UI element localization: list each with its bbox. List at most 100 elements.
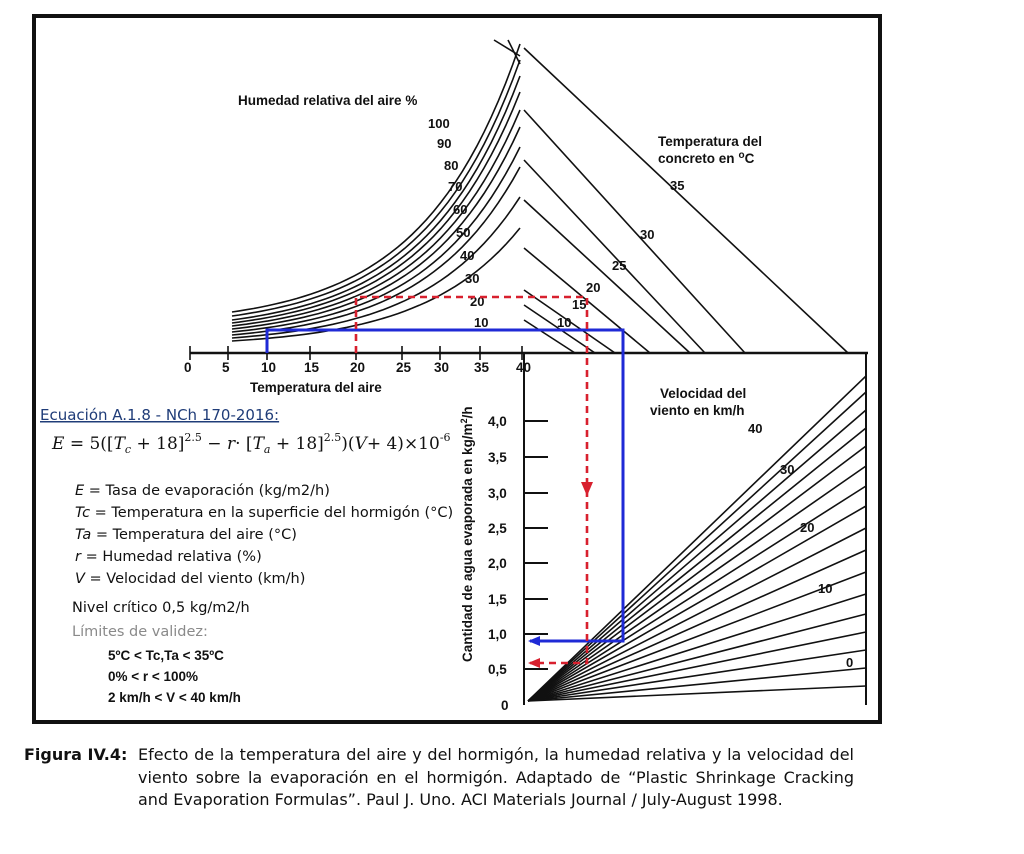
concrete-temp-line: [523, 109, 746, 354]
wind-speed-line: [527, 391, 867, 702]
blue-reading-path: [265, 328, 625, 643]
wind-speed-line: [527, 593, 867, 702]
wind-speed-label: 40: [748, 421, 762, 436]
humidity-curve-tail: [507, 39, 521, 65]
air-temp-tick-label: 0: [184, 360, 192, 375]
humidity-label: 60: [453, 202, 467, 217]
wind-speed-line: [527, 667, 867, 702]
concrete-temp-line: [523, 159, 706, 354]
validity-title: Límites de validez:: [72, 624, 208, 640]
evap-tick-label: 0,5: [488, 662, 507, 677]
critical-level: Nivel crítico 0,5 kg/m2/h: [72, 600, 250, 616]
figure-frame: [32, 14, 882, 724]
validity-line: 2 km/h < V < 40 km/h: [108, 690, 241, 705]
humidity-curve: [231, 126, 521, 330]
evaporation-nomograph: Humedad relativa del aire % Temperatura …: [32, 14, 882, 724]
evap-tick-label: 3,5: [488, 450, 507, 465]
air-temp-tick-label: 10: [261, 360, 276, 375]
concrete-temp-label: 35: [670, 178, 684, 193]
wind-speed-line: [527, 527, 867, 702]
concrete-temp-label: 25: [612, 258, 626, 273]
wind-speed-line: [527, 571, 867, 702]
concrete-temp-line: [523, 199, 691, 354]
concrete-temp-line: [523, 319, 576, 354]
humidity-title: Humedad relativa del aire %: [238, 93, 417, 108]
curve-layer: [189, 39, 868, 705]
equation-formula: E = 5([Tc + 18]2.5 − r· [Ta + 18]2.5)(V+…: [51, 431, 451, 456]
reading-paths: [265, 295, 625, 668]
humidity-curve: [231, 227, 521, 342]
wind-speed-line: [527, 465, 867, 702]
red-arrow-down: [581, 482, 593, 496]
wind-speed-line: [527, 409, 867, 702]
humidity-label: 70: [448, 179, 462, 194]
humidity-label: 40: [460, 248, 474, 263]
air-temp-tick-label: 15: [304, 360, 320, 375]
evap-tick-label: 3,0: [488, 486, 507, 501]
air-temp-title: Temperatura del aire: [250, 380, 382, 395]
air-temp-tick-label: 25: [396, 360, 412, 375]
air-temp-tick-label: 5: [222, 360, 230, 375]
humidity-label: 100: [428, 116, 450, 131]
air-temp-tick-label: 20: [350, 360, 365, 375]
evap-tick-label: 0: [501, 698, 509, 713]
equation-heading: Ecuación A.1.8 - NCh 170-2016:: [40, 406, 279, 424]
validity-line: 0% < r < 100%: [108, 669, 198, 684]
humidity-label: 80: [444, 158, 458, 173]
wind-speed-label: 10: [818, 581, 832, 596]
validity-line: 5ºC < Tc,Ta < 35ºC: [108, 648, 224, 663]
evap-tick-label: 1,5: [488, 592, 507, 607]
concrete-temp-label: 15: [572, 297, 586, 312]
legend-item: E = Tasa de evaporación (kg/m2/h): [75, 483, 330, 499]
humidity-curve: [231, 43, 521, 313]
red-reading-path: [354, 295, 589, 665]
caption-text: Efecto de la temperatura del aire y del …: [138, 745, 854, 809]
air-temp-tick-label: 35: [474, 360, 490, 375]
humidity-curve-tail: [493, 39, 521, 57]
red-arrow-head: [528, 658, 540, 668]
wind-speed-line: [527, 505, 867, 702]
air-temp-tick-label: 40: [516, 360, 531, 375]
wind-title-1: Velocidad del: [660, 386, 746, 401]
wind-speed-line: [527, 485, 867, 702]
concrete-temp-label: 30: [640, 227, 654, 242]
wind-speed-line: [527, 631, 867, 702]
humidity-curve: [231, 109, 521, 327]
wind-speed-label: 20: [800, 520, 814, 535]
humidity-curve: [231, 91, 521, 324]
wind-speed-line: [527, 445, 867, 702]
evap-tick-label: 4,0: [488, 414, 507, 429]
evap-tick-label: 1,0: [488, 627, 507, 642]
humidity-label: 90: [437, 136, 451, 151]
concrete-temp-line: [523, 289, 616, 354]
humidity-curve: [231, 196, 521, 339]
blue-arrow-head: [528, 636, 540, 646]
legend-item: Tc = Temperatura en la superficie del ho…: [75, 505, 453, 521]
wind-speed-line: [527, 375, 867, 702]
humidity-label: 10: [474, 315, 488, 330]
humidity-label: 50: [456, 225, 470, 240]
wind-speed-line: [527, 613, 867, 702]
legend-item: r = Humedad relativa (%): [75, 549, 262, 565]
caption-label: Figura IV.4:: [24, 745, 128, 764]
evap-axis-title: Cantidad de agua evaporada en kg/m2/h: [459, 406, 475, 662]
wind-speed-label: 30: [780, 462, 794, 477]
figure-caption: Figura IV.4: Efecto de la temperatura de…: [24, 744, 854, 812]
evap-tick-label: 2,0: [488, 556, 507, 571]
concrete-temp-label: 20: [586, 280, 600, 295]
concrete-temp-title-1: Temperatura del: [658, 134, 762, 149]
quadrant-divider: [523, 47, 849, 354]
wind-speed-line: [527, 685, 867, 702]
wind-speed-line: [527, 549, 867, 702]
wind-title-2: viento en km/h: [650, 403, 745, 418]
humidity-curve: [231, 75, 521, 321]
evap-tick-label: 2,5: [488, 521, 507, 536]
wind-speed-line: [527, 649, 867, 702]
legend-item: Ta = Temperatura del aire (°C): [75, 527, 297, 543]
air-temp-tick-label: 30: [434, 360, 449, 375]
wind-speed-label: 0: [846, 655, 853, 670]
legend-item: V = Velocidad del viento (km/h): [75, 571, 305, 587]
humidity-curve: [231, 59, 521, 317]
